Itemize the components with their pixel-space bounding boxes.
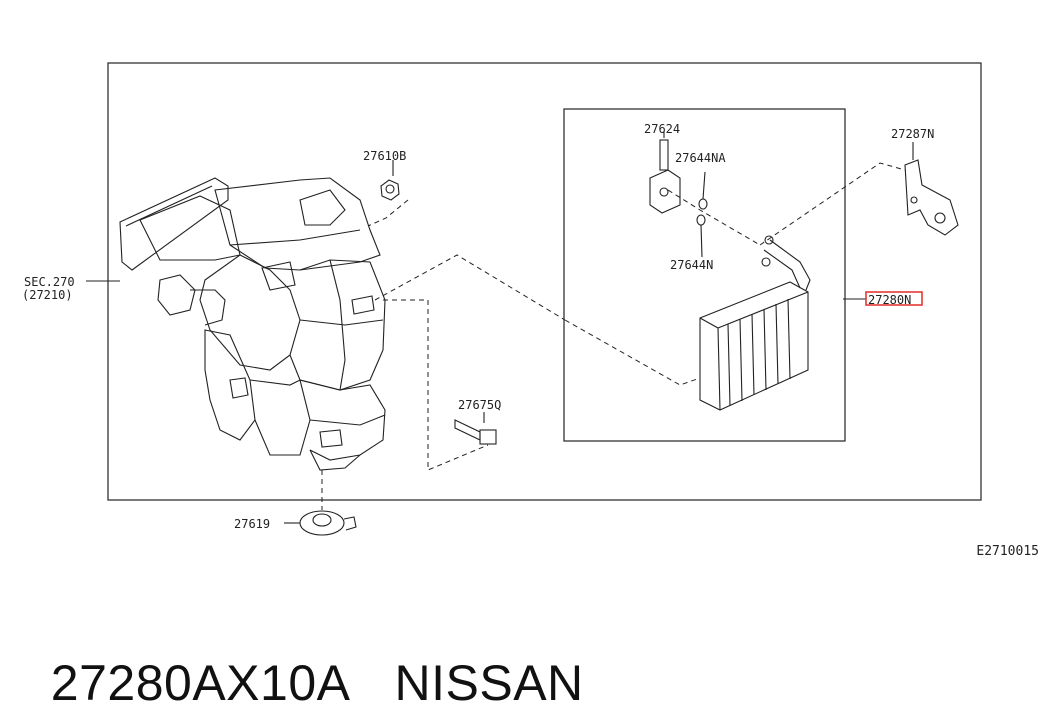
parts-diagram: SEC.270 (27210) 27610B 27624 27644NA 276… <box>22 62 982 536</box>
inner-frame <box>563 108 846 442</box>
part-number: 27280AX10A <box>50 655 351 711</box>
part-title: 27280AX10A NISSAN <box>22 596 584 712</box>
label-sec-270[interactable]: SEC.270 <box>24 275 75 289</box>
hvac-unit-drawing <box>119 177 386 471</box>
evaporator-drawing <box>699 235 811 411</box>
sensor-27675q-drawing <box>454 412 497 445</box>
grommet-27619-drawing <box>284 510 357 536</box>
label-27287n[interactable]: 27287N <box>891 127 934 141</box>
label-27624[interactable]: 27624 <box>644 122 680 136</box>
dashed-leaders <box>321 162 906 510</box>
nut-27610b-drawing <box>380 160 400 201</box>
brand-name: NISSAN <box>394 655 584 711</box>
label-27619[interactable]: 27619 <box>234 517 270 531</box>
label-27675q[interactable]: 27675Q <box>458 398 501 412</box>
expansion-valve-drawing <box>649 132 681 214</box>
solid-leaders <box>86 280 866 300</box>
selected-part-highlight <box>865 291 923 306</box>
outer-frame <box>107 62 982 501</box>
label-sec-270-ref[interactable]: (27210) <box>22 288 73 302</box>
label-27280n[interactable]: 27280N <box>868 293 911 307</box>
o-ring-drawings <box>696 171 708 258</box>
label-27644na[interactable]: 27644NA <box>675 151 726 165</box>
bracket-27287n-drawing <box>904 142 959 236</box>
label-27610b[interactable]: 27610B <box>363 149 406 163</box>
figure-code: E2710015 <box>976 544 1039 559</box>
label-27644n[interactable]: 27644N <box>670 258 713 272</box>
